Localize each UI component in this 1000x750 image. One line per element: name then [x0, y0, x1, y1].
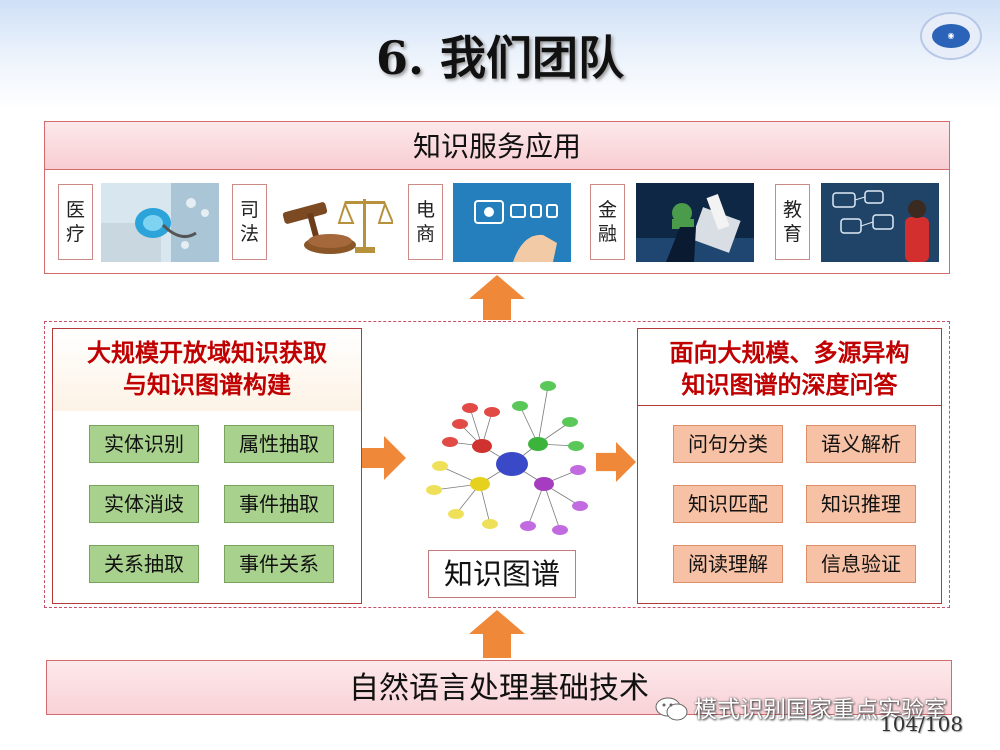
app-label-ecommerce: 电 商: [408, 184, 443, 260]
app-label-char: 教: [782, 199, 802, 221]
right-arrow-icon: [362, 436, 406, 480]
up-arrow-icon: [469, 610, 525, 658]
task-entity-recognition[interactable]: 实体识别: [89, 425, 199, 463]
nlp-foundation-bar: 自然语言处理基础技术: [46, 660, 952, 715]
app-label-char: 商: [415, 223, 435, 245]
app-label-char: 疗: [65, 223, 85, 245]
app-label-medical: 医 疗: [58, 184, 93, 260]
task-attribute-extraction[interactable]: 属性抽取: [224, 425, 334, 463]
task-reading-comprehension[interactable]: 阅读理解: [673, 545, 783, 583]
lab-logo-mark: ◉: [932, 24, 970, 48]
task-knowledge-matching[interactable]: 知识匹配: [673, 485, 783, 523]
task-entity-disambiguation[interactable]: 实体消歧: [89, 485, 199, 523]
watermark-text: 模式识别国家重点实验室: [694, 697, 947, 723]
lab-logo: ◉: [920, 12, 982, 60]
applications-title: 知识服务应用: [44, 121, 950, 170]
right-arrow-icon: [596, 442, 636, 482]
kg-construction-title: 大规模开放域知识获取 与知识图谱构建: [53, 329, 361, 411]
task-knowledge-reasoning[interactable]: 知识推理: [806, 485, 916, 523]
finance-image: [636, 183, 754, 262]
task-relation-extraction[interactable]: 关系抽取: [89, 545, 199, 583]
judicial-image: [275, 183, 393, 262]
app-label-judicial: 司 法: [232, 184, 267, 260]
ecommerce-image: [453, 183, 571, 262]
app-label-char: 医: [65, 199, 85, 221]
header-band: [0, 0, 1000, 110]
panel-title-line: 与知识图谱构建: [123, 371, 291, 399]
education-image: [821, 183, 939, 262]
knowledge-graph-section: [44, 321, 950, 608]
app-label-char: 司: [239, 199, 259, 221]
kg-qa-title: 面向大规模、多源异构 知识图谱的深度问答: [638, 329, 941, 411]
task-event-relation[interactable]: 事件关系: [224, 545, 334, 583]
knowledge-graph-image: [426, 381, 588, 535]
app-label-education: 教 育: [775, 184, 810, 260]
task-event-extraction[interactable]: 事件抽取: [224, 485, 334, 523]
app-label-char: 法: [239, 223, 259, 245]
panel-divider: [637, 405, 942, 406]
panel-title-line: 大规模开放域知识获取: [87, 339, 327, 367]
wechat-icon: [655, 697, 688, 721]
panel-title-line: 面向大规模、多源异构: [669, 339, 910, 367]
app-label-char: 金: [597, 199, 617, 221]
task-semantic-parsing[interactable]: 语义解析: [806, 425, 916, 463]
app-label-finance: 金 融: [590, 184, 625, 260]
panel-title-line: 知识图谱的深度问答: [681, 371, 898, 399]
app-label-char: 育: [782, 223, 802, 245]
task-question-classification[interactable]: 问句分类: [673, 425, 783, 463]
app-label-char: 融: [597, 223, 617, 245]
medical-image: [101, 183, 219, 262]
up-arrow-icon: [469, 275, 525, 320]
page-number: 104/108: [880, 712, 964, 736]
app-label-char: 电: [415, 199, 435, 221]
page-title: 6. 我们团队: [375, 31, 625, 85]
knowledge-graph-label: 知识图谱: [428, 550, 576, 598]
task-information-verification[interactable]: 信息验证: [806, 545, 916, 583]
